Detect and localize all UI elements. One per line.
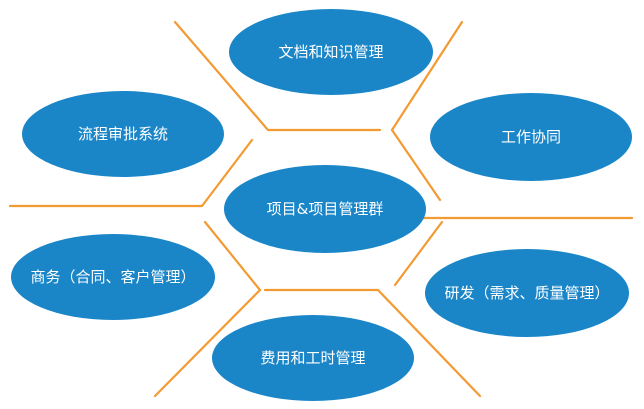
divider-bottom-left-upper xyxy=(203,220,262,292)
node-rnd-label: 研发（需求、质量管理） xyxy=(444,284,609,302)
node-cost-label: 费用和工时管理 xyxy=(260,349,365,367)
node-document-label: 文档和知识管理 xyxy=(278,43,383,61)
node-center-shape xyxy=(224,165,426,253)
node-collaboration-shape xyxy=(430,93,632,181)
node-business-shape xyxy=(11,234,215,320)
node-center: 项目&项目管理群 xyxy=(224,165,426,253)
node-collaboration: 工作协同 xyxy=(430,93,632,181)
node-workflow-label: 流程审批系统 xyxy=(78,125,168,143)
node-rnd-shape xyxy=(425,249,629,337)
node-rnd: 研发（需求、质量管理） xyxy=(425,249,629,337)
node-center-label: 项目&项目管理群 xyxy=(267,200,384,218)
divider-bottom-left-lower xyxy=(153,288,262,398)
divider-left xyxy=(8,138,254,208)
divider-bottom-right xyxy=(393,220,444,287)
divider-top-right xyxy=(390,20,464,132)
node-workflow-shape xyxy=(22,91,224,177)
divider-lines xyxy=(8,20,634,398)
node-business: 商务（合同、客户管理） xyxy=(11,234,215,320)
node-business-label: 商务（合同、客户管理） xyxy=(30,268,195,286)
node-cost: 费用和工时管理 xyxy=(212,315,414,401)
divider-center-right xyxy=(390,128,442,202)
node-workflow: 流程审批系统 xyxy=(22,91,224,177)
divider-bottom-right-lower xyxy=(376,288,482,398)
node-document-shape xyxy=(229,9,433,95)
node-collaboration-label: 工作协同 xyxy=(501,128,561,146)
node-document: 文档和知识管理 xyxy=(229,9,433,95)
node-cost-shape xyxy=(212,315,414,401)
divider-top-left xyxy=(173,20,382,132)
